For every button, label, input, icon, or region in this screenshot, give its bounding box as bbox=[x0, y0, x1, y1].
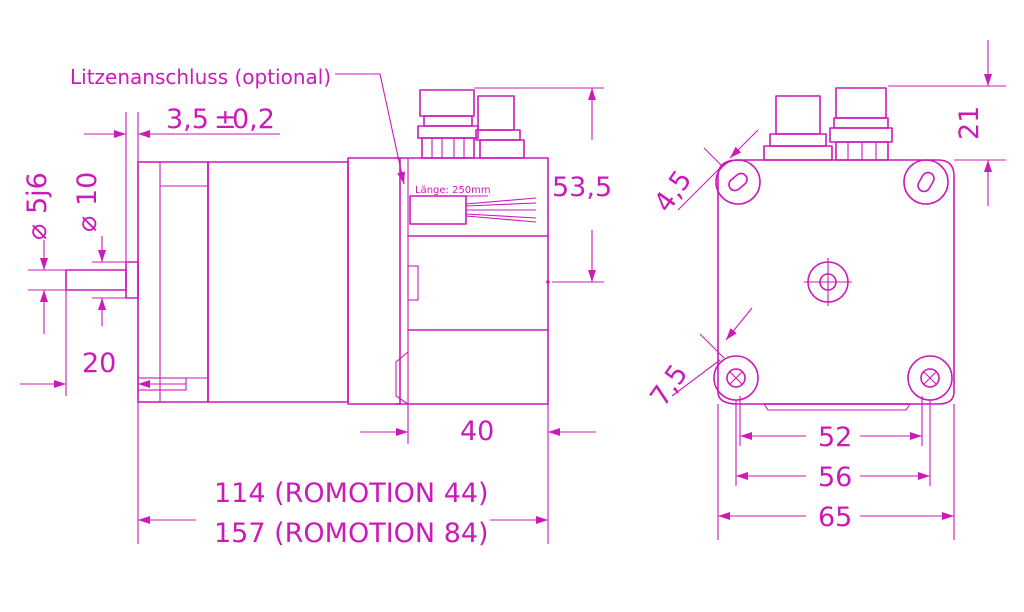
dim-21: 21 bbox=[888, 40, 1006, 206]
diameter-symbol-2: ⌀ bbox=[72, 216, 103, 232]
dim-40: 40 bbox=[360, 404, 596, 447]
dim-52-56-65: 52 56 65 bbox=[717, 396, 955, 540]
front-view: 21 4,5 7,5 bbox=[644, 40, 1006, 540]
tolerance-symbol: ± bbox=[214, 104, 237, 135]
mounting-hole-bottom-right bbox=[907, 355, 953, 401]
motor-shaft bbox=[65, 261, 139, 299]
label-laenge: Länge: 250mm bbox=[415, 185, 491, 196]
dim-7-5: 7,5 bbox=[644, 307, 753, 412]
dim-53-5: 53,5 bbox=[474, 87, 612, 283]
front-shaft bbox=[804, 258, 852, 306]
dim-56-value: 56 bbox=[818, 462, 852, 493]
diameter-symbol-1: ⌀ bbox=[22, 224, 53, 240]
dim-4-5-value: 4,5 bbox=[648, 165, 698, 218]
cable-glands bbox=[417, 89, 525, 159]
dim-d5j6: ⌀ 5j6 bbox=[22, 172, 66, 334]
wire-connection bbox=[409, 195, 537, 225]
dim-40-value: 40 bbox=[460, 416, 494, 447]
dim-d10: ⌀ 10 bbox=[72, 172, 126, 326]
mounting-hole-top-right bbox=[903, 159, 949, 205]
dim-114-value: 114 (ROMOTION 44) bbox=[214, 478, 489, 509]
dim-21-value: 21 bbox=[954, 106, 985, 140]
dim-3-5: 3,5 ± 0,2 bbox=[84, 104, 280, 262]
dim-157-value: 157 (ROMOTION 84) bbox=[214, 518, 489, 549]
dim-3-5-value: 3,5 bbox=[166, 104, 209, 135]
motor-body bbox=[207, 157, 550, 405]
dim-5j6-value: 5j6 bbox=[22, 172, 53, 214]
mounting-hole-top-left bbox=[715, 159, 761, 205]
dim-tolerance-value: 0,2 bbox=[232, 104, 275, 135]
motor-flange bbox=[137, 161, 209, 403]
dim-20: 20 bbox=[20, 290, 186, 396]
dim-10-value: 10 bbox=[72, 172, 103, 206]
side-view: Litzenanschluss (optional) Länge: 250mm … bbox=[20, 65, 612, 549]
mounting-hole-bottom-left bbox=[713, 355, 759, 401]
dim-114-157: 114 (ROMOTION 44) 157 (ROMOTION 84) bbox=[137, 402, 549, 549]
dim-7-5-value: 7,5 bbox=[644, 359, 694, 412]
front-cable-glands bbox=[763, 87, 893, 161]
dim-52-value: 52 bbox=[818, 422, 852, 453]
label-litzenanschluss: Litzenanschluss (optional) bbox=[70, 65, 331, 89]
dim-20-value: 20 bbox=[82, 348, 116, 379]
dim-53-5-value: 53,5 bbox=[552, 172, 612, 203]
dim-65-value: 65 bbox=[818, 502, 852, 533]
